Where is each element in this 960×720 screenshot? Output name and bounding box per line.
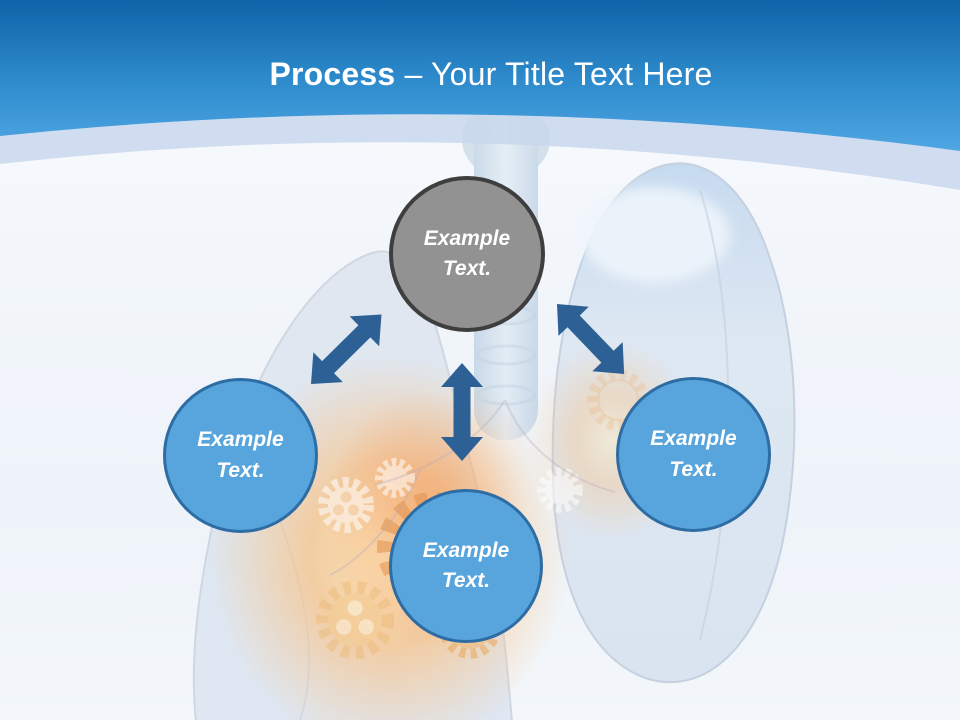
node-label-line1: Example [422, 538, 510, 562]
process-node-left[interactable]: Example Text. [163, 378, 318, 533]
node-label-line2: Text. [216, 458, 265, 482]
node-label-line2: Text. [669, 457, 718, 481]
double-arrow-top-to-left-icon[interactable] [296, 300, 396, 399]
double-arrow-top-to-right-icon[interactable] [542, 289, 639, 388]
node-label-line1: Example [650, 427, 737, 451]
gear-icon [375, 458, 415, 498]
title-rest: – Your Title Text Here [404, 56, 713, 92]
double-arrow-top-to-bottom-icon[interactable] [441, 363, 483, 461]
node-label-line1: Example [423, 226, 511, 250]
node-label-line2: Text. [442, 257, 492, 280]
process-node-top[interactable]: Example Text. [389, 176, 545, 332]
process-node-bottom[interactable]: Example Text. [389, 489, 543, 643]
process-node-right[interactable]: Example Text. [616, 377, 771, 532]
title-keyword: Process [269, 56, 396, 92]
gear-icon [318, 477, 374, 533]
node-label-line1: Example [197, 428, 284, 452]
gear-icon [315, 580, 395, 660]
header-curve-blue [0, 0, 960, 151]
slide-title: Process – Your Title Text Here [0, 50, 960, 102]
gear-icon [537, 467, 583, 513]
node-label-line2: Text. [441, 569, 491, 592]
slide-header [0, 0, 960, 190]
